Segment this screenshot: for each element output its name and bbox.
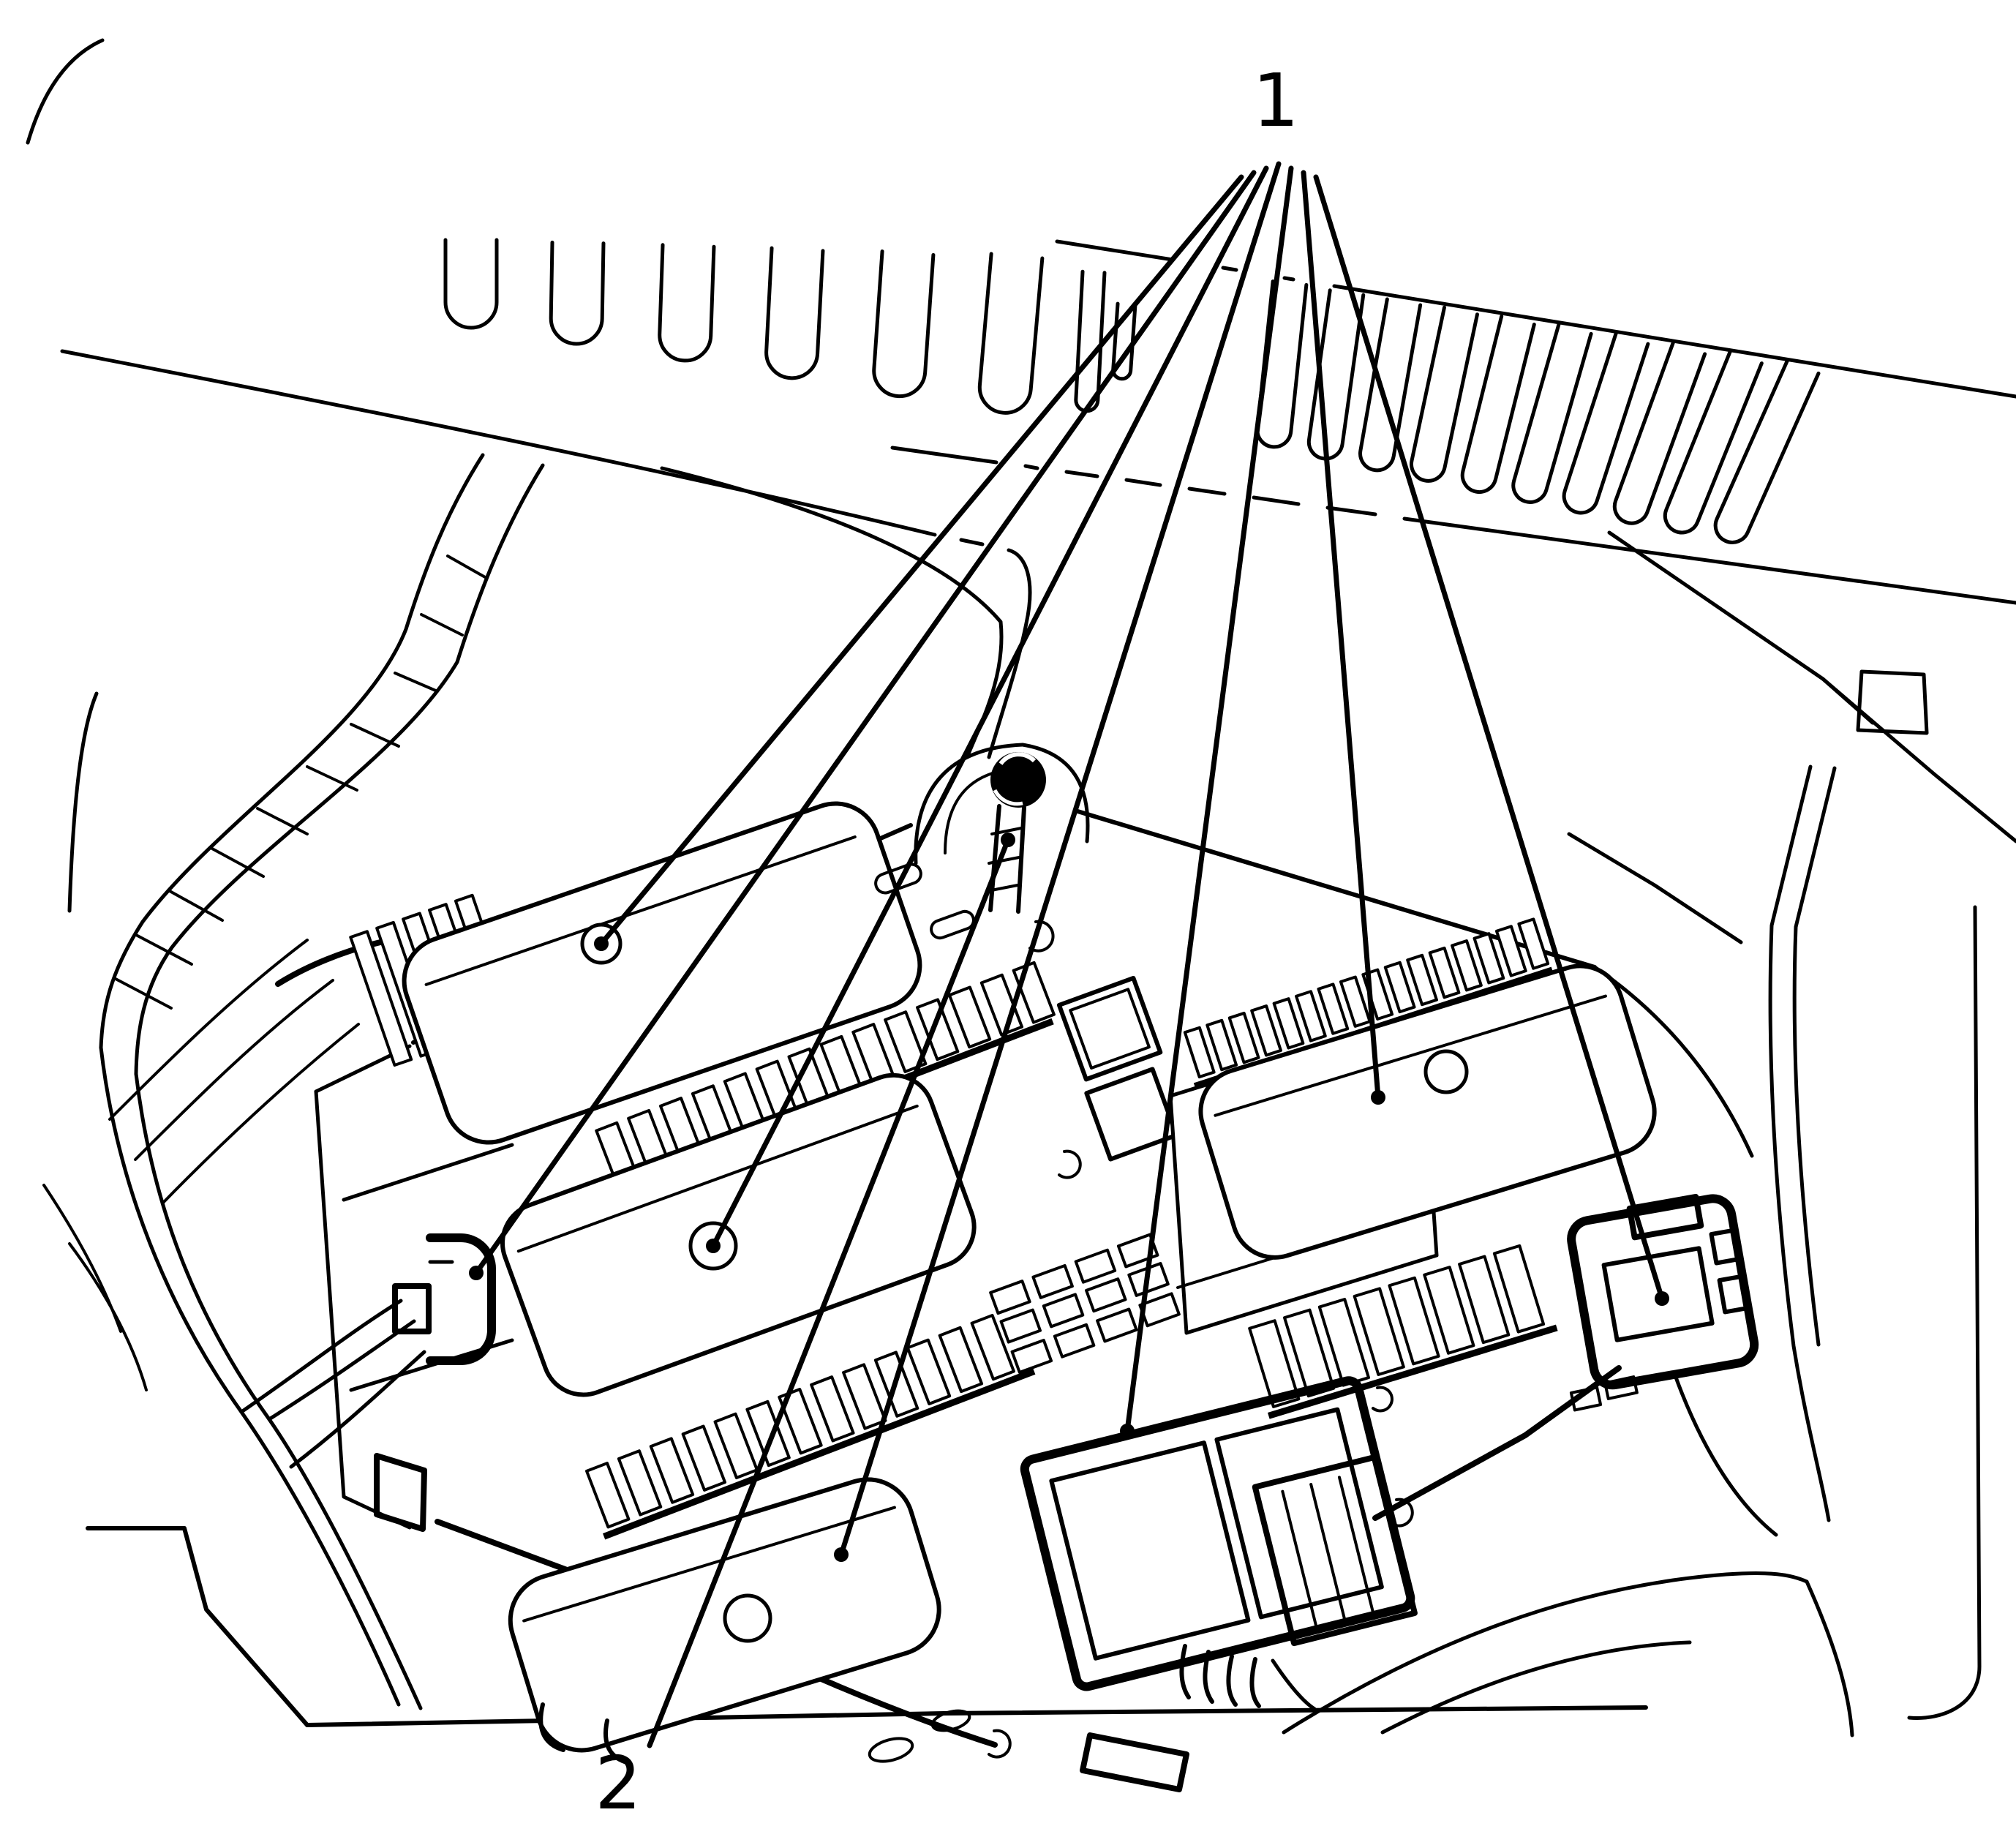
stud-head [990,752,1046,808]
leader-line-2 [647,837,1011,1748]
leader-dot-1 [1371,1090,1385,1105]
relay-cover-b [500,1072,977,1397]
leader-dot-1 [1120,1424,1135,1438]
cowl-panel [26,38,2016,913]
leader-dot-1 [834,1547,849,1562]
relay-block [1020,1376,1415,1792]
leader-line-1 [598,174,1244,947]
leader-line-1 [710,165,1269,1249]
bolt-hole-e [723,1593,772,1643]
base-plate-details [868,863,1414,1763]
leader-dot-1 [469,1266,484,1280]
leader-line-1 [1301,170,1381,1100]
leader-line-1 [1313,174,1665,1301]
mounting-stud [914,743,1090,914]
fuse-block [275,743,1759,1792]
relay-cover-e [508,1477,941,1765]
relay-block-foot [1080,1732,1189,1792]
leader-lines [469,161,1669,1748]
support-bracket-edge [305,1705,1648,1727]
fender-structure [1282,530,2016,1737]
leader-dot-1 [706,1239,721,1253]
leader-line-1 [1124,165,1294,1434]
relay-cover-c [1198,963,1657,1260]
leader-line-1 [473,170,1257,1276]
bolt-hole-c [1423,1049,1469,1094]
leader-line-1 [838,161,1282,1558]
leader-dot-1 [594,936,609,951]
leader-dot-1 [1655,1291,1669,1306]
harness-clip [392,1233,496,1365]
leader-dot-2 [1001,833,1015,847]
callout-1-label: 1 [1252,58,1299,143]
callout-2-label: 2 [595,1740,642,1826]
cowl-slots [443,238,1821,544]
